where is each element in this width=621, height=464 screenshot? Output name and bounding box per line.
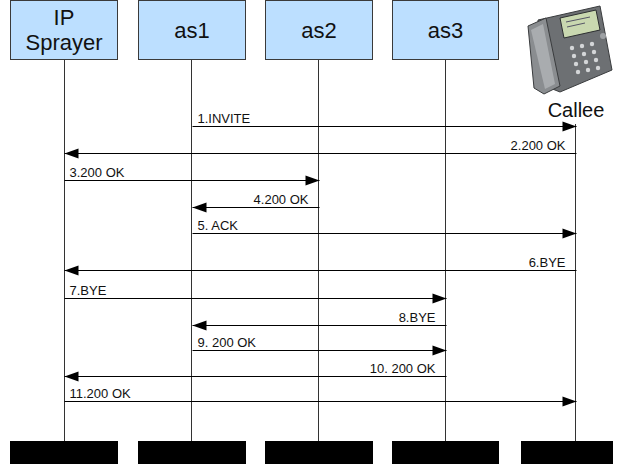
message-arrow — [65, 294, 447, 304]
message-arrow — [193, 229, 577, 239]
lifeline-end — [265, 441, 373, 464]
participant-name: as2 — [301, 18, 336, 43]
arrowhead — [563, 122, 577, 132]
arrowhead — [193, 203, 207, 213]
lifeline — [445, 60, 446, 441]
arrowhead — [563, 397, 577, 407]
participant-name: as1 — [174, 18, 209, 43]
arrowhead — [65, 372, 79, 382]
phone-illustration — [528, 6, 612, 94]
lifeline-end — [392, 441, 499, 464]
arrowhead — [65, 266, 79, 276]
message-arrow — [65, 149, 577, 159]
participant-box: IP Sprayer — [10, 0, 118, 60]
participant-box: as3 — [392, 0, 499, 60]
lifeline — [575, 124, 576, 441]
message-arrow — [65, 397, 577, 407]
arrowhead — [563, 229, 577, 239]
arrowhead — [306, 176, 320, 186]
lifeline — [64, 60, 65, 441]
lifeline-end — [521, 441, 613, 464]
participant-box: as2 — [265, 0, 373, 60]
participant-name: as3 — [428, 18, 463, 43]
arrowhead — [193, 321, 207, 331]
participant-name: IP Sprayer — [15, 5, 113, 55]
message-label: 7.BYE — [69, 284, 108, 298]
message-label: 1.INVITE — [197, 112, 252, 126]
participant-box: as1 — [138, 0, 246, 60]
message-label: 8.BYE — [398, 311, 437, 325]
message-label: 10. 200 OK — [369, 362, 437, 376]
message-label: 9. 200 OK — [197, 336, 258, 350]
message-label: 3.200 OK — [69, 166, 126, 180]
lifeline — [191, 60, 192, 441]
message-label: 6.BYE — [528, 256, 567, 270]
message-label: 5. ACK — [197, 219, 239, 233]
lifeline — [318, 60, 319, 441]
arrowhead — [65, 149, 79, 159]
phone-label: Callee — [536, 97, 616, 123]
message-label: 2.200 OK — [510, 139, 567, 153]
message-arrow — [65, 266, 577, 276]
arrowhead — [433, 346, 447, 356]
arrowhead — [433, 294, 447, 304]
lifeline-end — [10, 441, 118, 464]
lifeline-end — [138, 441, 246, 464]
participant-name: Callee — [548, 98, 605, 122]
message-label: 4.200 OK — [253, 193, 310, 207]
message-label: 11.200 OK — [69, 387, 132, 401]
